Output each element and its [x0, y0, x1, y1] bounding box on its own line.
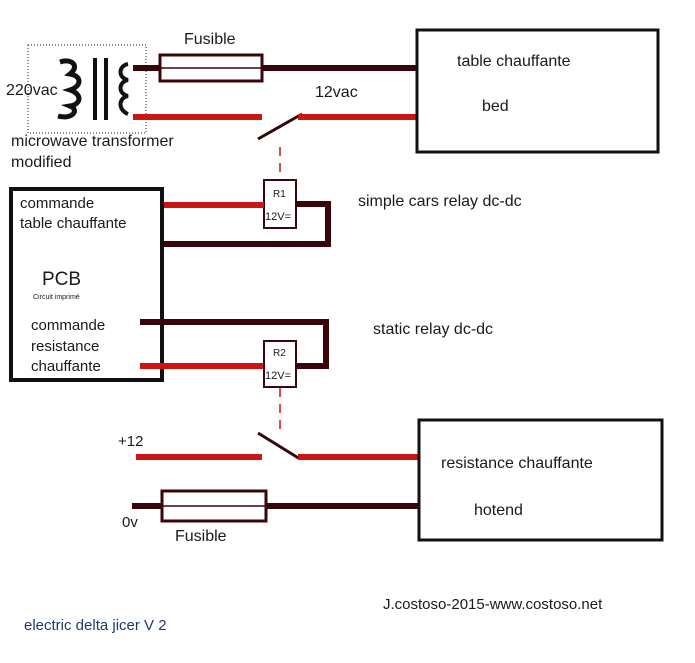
relay2-note: static relay dc-dc [373, 321, 493, 338]
pcb-cmd2-line3: chauffante [31, 358, 101, 375]
secondary-coil [118, 62, 129, 116]
pcb-title: PCB [42, 269, 81, 290]
primary-coil [57, 58, 82, 120]
relay1-coil: 12V= [265, 211, 291, 223]
supply-zero-label: 0v [122, 514, 138, 531]
transformer-caption-line1: microwave transformer [11, 133, 174, 150]
hotend-box-title: resistance chauffante [441, 455, 593, 472]
bed-box-title: table chauffante [457, 53, 571, 70]
relay1-switch-blade [257, 112, 303, 141]
wire-cmd1-return [162, 201, 331, 247]
transformer-outline [27, 44, 147, 134]
fuse-bottom-label: Fusible [175, 528, 227, 545]
relay2-body [263, 340, 297, 388]
relay1-note: simple cars relay dc-dc [358, 193, 522, 210]
transformer-symbol [27, 44, 147, 134]
relay2-coil: 12V= [265, 370, 291, 382]
relay1-label: R1 [273, 189, 286, 200]
bed-box [415, 28, 660, 154]
hotend-box [417, 418, 664, 542]
supply-plus-label: +12 [118, 433, 143, 450]
transformer-caption-line2: modified [11, 154, 71, 171]
footer-project: electric delta jicer V 2 [24, 617, 167, 634]
relay2-switch-blade [257, 431, 301, 461]
fuse-top-label: Fusible [184, 31, 236, 48]
pcb-cmd2-line2: resistance [31, 338, 99, 355]
hotend-box-subtitle: hotend [474, 502, 523, 519]
bed-box-subtitle: bed [482, 98, 509, 115]
bed-voltage-label: 12vac [315, 84, 358, 101]
pcb-subtitle: Circuit imprimé [33, 294, 80, 301]
pcb-box [9, 187, 164, 382]
relay2-label: R2 [273, 348, 286, 359]
footer-credit: J.costoso-2015-www.costoso.net [383, 596, 603, 613]
pcb-cmd2-line1: commande [31, 317, 105, 334]
pcb-cmd1-line2: table chauffante [20, 215, 126, 232]
wire-cmd2-return [140, 319, 329, 369]
pcb-cmd1-line1: commande [20, 195, 94, 212]
transformer-input-label: 220vac [6, 82, 58, 99]
